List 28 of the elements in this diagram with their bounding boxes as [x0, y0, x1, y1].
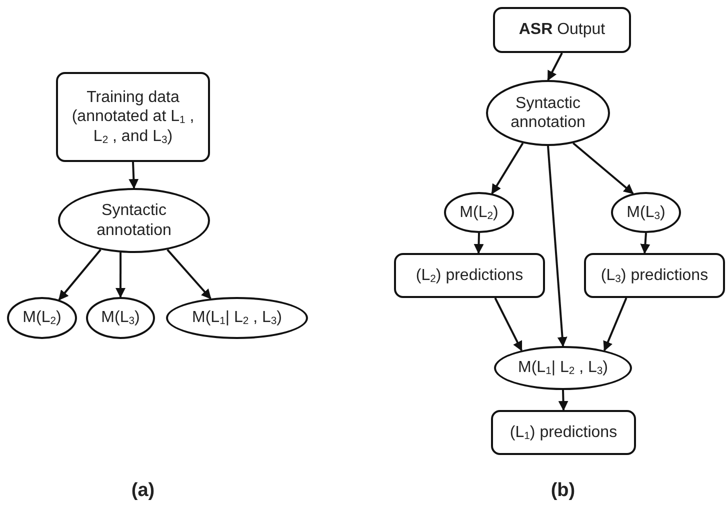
arrow	[166, 249, 212, 300]
model-ellipse: Syntactic annotation	[58, 188, 210, 253]
arrow	[491, 142, 524, 194]
model-ellipse: M(L$_{1}$| L$_{2}$ , L$_{3}$)	[166, 297, 308, 339]
model-ellipse: M(L$_{2}$)	[444, 192, 514, 233]
model-ellipse: M(L$_{3}$)	[611, 192, 681, 233]
arrow	[494, 298, 522, 352]
arrow	[547, 146, 568, 347]
arrow	[474, 232, 484, 254]
arrow	[558, 390, 568, 411]
model-ellipse: M(L$_{3}$)	[86, 297, 155, 339]
panel-label: (b)	[550, 480, 576, 502]
arrow	[603, 298, 628, 352]
process-box: ASR Output	[493, 7, 631, 53]
arrow	[640, 232, 650, 254]
arrow	[572, 142, 634, 194]
process-box: Training data (annotated at L$_{1}$ , L$_{2}$ , and L$_{3}$)	[56, 72, 210, 162]
model-ellipse: Syntactic annotation	[486, 80, 610, 146]
process-box: (L$_{1}$) predictions	[491, 410, 636, 455]
arrow	[58, 249, 102, 300]
panel-label: (a)	[130, 480, 156, 502]
process-box: (L$_{3}$) predictions	[584, 253, 725, 298]
arrow	[128, 162, 139, 189]
arrow	[547, 52, 563, 81]
process-box: (L$_{2}$) predictions	[394, 253, 545, 298]
arrow	[116, 252, 126, 298]
model-ellipse: M(L$_{2}$)	[7, 297, 77, 339]
model-ellipse: M(L$_{1}$| L$_{2}$ , L$_{3}$)	[494, 346, 632, 390]
